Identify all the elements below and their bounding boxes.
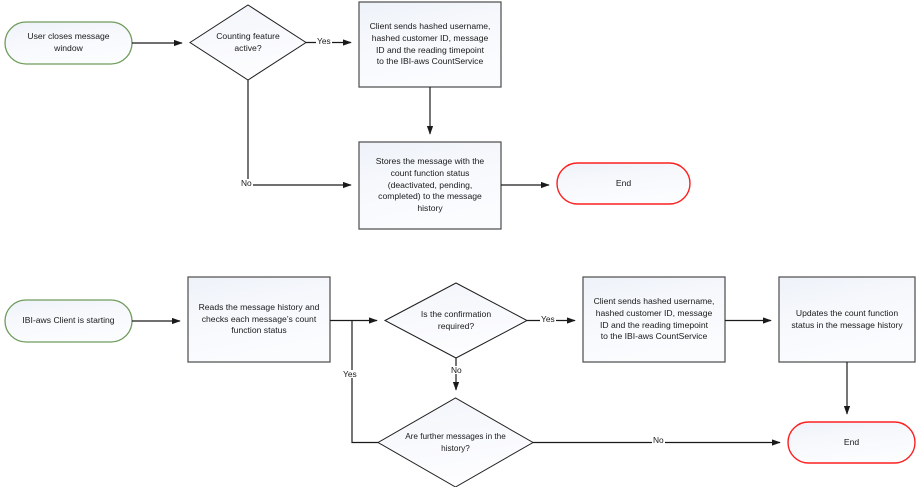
- node-process-reads-history[interactable]: [187, 276, 331, 363]
- node-end-bottom[interactable]: [787, 421, 916, 464]
- node-start-client-starting[interactable]: [4, 299, 133, 343]
- node-process-client-sends-top[interactable]: [358, 1, 502, 88]
- edge-label-yes-further-messages: Yes: [342, 369, 358, 379]
- connector-no-to-stores-message: [247, 80, 352, 189]
- edge-label-no-confirmation-required: No: [450, 365, 463, 375]
- edge-label-yes-confirmation-required: Yes: [540, 314, 556, 324]
- node-decision-further-messages[interactable]: [376, 397, 535, 487]
- connector-further-yes-loop-back: [351, 320, 378, 444]
- node-end-top[interactable]: [556, 162, 691, 205]
- node-decision-confirmation-required[interactable]: [383, 282, 529, 359]
- node-process-client-sends-bottom[interactable]: [582, 276, 726, 363]
- node-process-stores-message[interactable]: [358, 141, 502, 230]
- edge-label-yes-counting-active: Yes: [316, 36, 332, 46]
- node-decision-counting-active[interactable]: [189, 4, 307, 81]
- node-start-user-closes[interactable]: [4, 21, 133, 65]
- node-process-updates-status[interactable]: [778, 276, 916, 363]
- edge-label-no-further-messages: No: [652, 435, 665, 445]
- edge-label-no-counting-active: No: [240, 178, 253, 188]
